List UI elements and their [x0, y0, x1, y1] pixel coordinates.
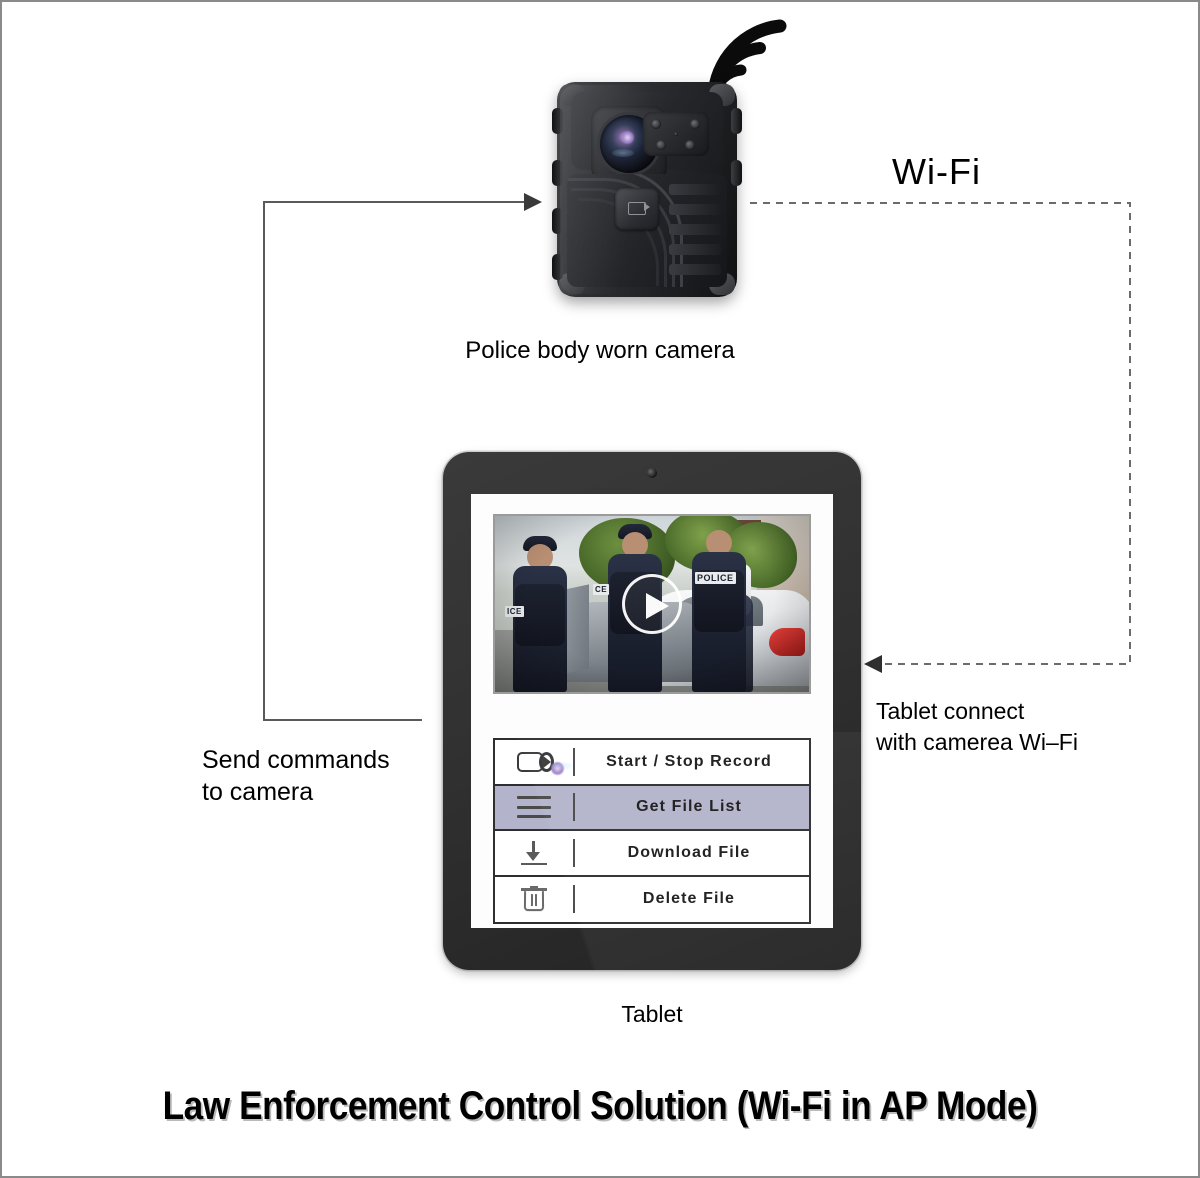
- camera-lower-body: [567, 174, 727, 287]
- menu-item-label: Start / Stop Record: [606, 752, 772, 770]
- annotation-line: Tablet connect: [876, 698, 1025, 724]
- camera-side-button[interactable]: [552, 108, 563, 134]
- camera-side-button[interactable]: [552, 160, 563, 186]
- camera-grip-rib: [669, 244, 721, 255]
- police-body-worn-camera: [552, 82, 742, 297]
- camera-grip-rib: [669, 204, 721, 215]
- annotation-tablet-wifi: Tablet connect with camerea Wi–Fi: [876, 696, 1078, 757]
- video-officer-head: [706, 530, 732, 556]
- video-player[interactable]: ICE CE POLICE: [493, 514, 811, 694]
- menu-item-get-file-list[interactable]: Get File List: [495, 785, 809, 831]
- video-vest-badge: CE: [593, 584, 610, 595]
- annotation-line: to camera: [202, 778, 314, 806]
- ir-led-icon: [685, 140, 695, 150]
- menu-item-start-stop-record[interactable]: Start / Stop Record: [495, 740, 809, 786]
- camera-grip-rib: [669, 264, 721, 275]
- tablet-screen: ICE CE POLICE: [471, 494, 833, 928]
- tablet-device: ICE CE POLICE: [443, 452, 861, 970]
- arrow-send-commands: [263, 193, 542, 721]
- ir-led-icon: [690, 119, 700, 129]
- menu-item-label: Delete File: [642, 890, 736, 908]
- wifi-label: Wi-Fi: [892, 151, 981, 192]
- video-officer-head: [527, 544, 553, 570]
- tablet-caption: Tablet: [621, 1001, 683, 1027]
- menu-divider: [573, 838, 575, 867]
- ir-sensor-icon: [674, 132, 678, 136]
- annotation-line: Send commands: [202, 746, 390, 774]
- video-officer: POLICE: [671, 530, 767, 692]
- camera-side-button[interactable]: [731, 108, 742, 134]
- camera-shell: [552, 82, 742, 297]
- menu-divider: [573, 747, 575, 776]
- camera-front-panel: [571, 92, 723, 182]
- menu-item-download-file[interactable]: Download File: [495, 831, 809, 877]
- annotation-send-commands: Send commands to camera: [202, 744, 390, 808]
- ir-led-icon: [656, 140, 666, 150]
- menu-divider: [573, 885, 575, 914]
- video-vest-badge: POLICE: [695, 572, 736, 584]
- camera-side-button[interactable]: [552, 208, 563, 234]
- list-lines-icon: [495, 796, 573, 819]
- video-officer-head: [622, 532, 648, 558]
- tablet-front-camera-icon: [647, 468, 657, 478]
- menu-item-delete-file[interactable]: Delete File: [495, 876, 809, 922]
- video-officer: ICE: [501, 536, 579, 692]
- camera-record-button[interactable]: [615, 188, 659, 230]
- camera-side-button[interactable]: [731, 160, 742, 186]
- menu-divider: [573, 793, 575, 822]
- camera-grip-rib: [669, 184, 721, 195]
- download-arrow-icon: [495, 840, 573, 865]
- menu-item-label: Get File List: [636, 798, 742, 816]
- video-vest-badge: ICE: [505, 606, 524, 617]
- play-button-icon[interactable]: [622, 574, 682, 634]
- camera-side-button[interactable]: [552, 254, 563, 280]
- video-camera-icon: [495, 751, 573, 772]
- camera-caption: Police body worn camera: [465, 337, 735, 364]
- video-car-taillight: [769, 628, 805, 656]
- ir-led-icon: [651, 119, 661, 129]
- camera-ir-led-panel: [643, 112, 709, 156]
- page-title: Law Enforcement Control Solution (Wi-Fi …: [162, 1084, 1038, 1128]
- video-camera-icon: [644, 203, 650, 211]
- play-triangle: [646, 593, 669, 619]
- annotation-line: with camerea Wi–Fi: [876, 728, 1078, 755]
- menu-item-label: Download File: [627, 843, 751, 861]
- command-menu: Start / Stop Record Get File List Downlo…: [493, 738, 811, 924]
- camera-grip-rib: [669, 224, 721, 235]
- trash-can-icon: [495, 886, 573, 912]
